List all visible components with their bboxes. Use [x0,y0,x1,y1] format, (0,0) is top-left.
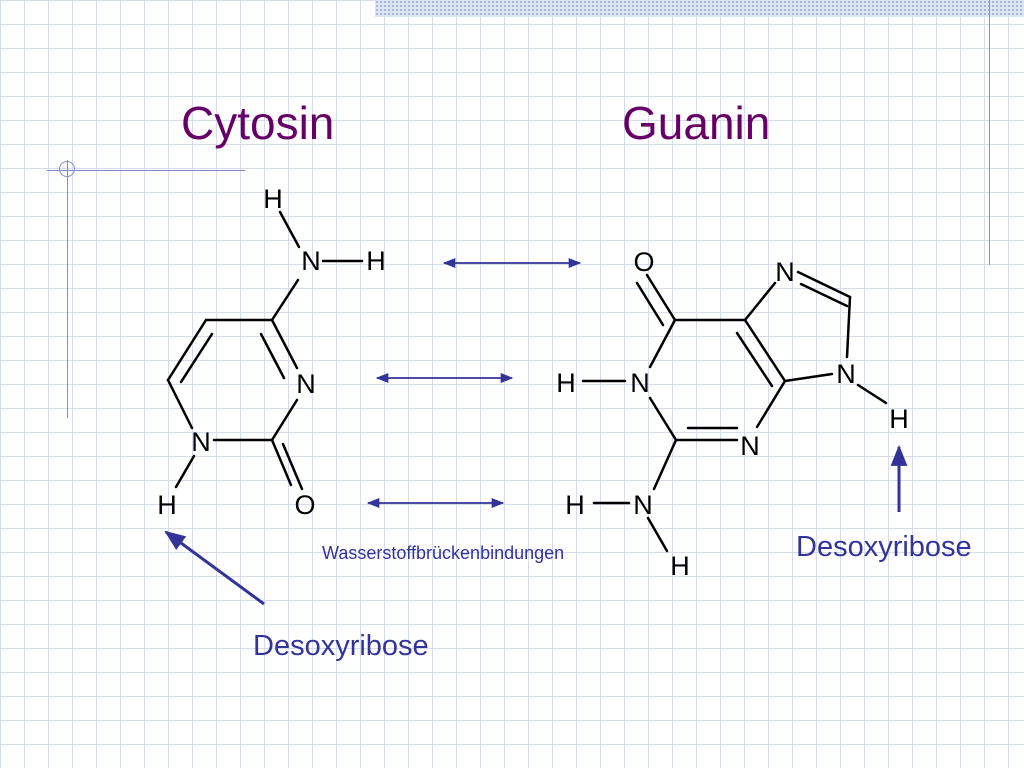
title-guanin: Guanin [622,97,771,149]
guanin-atom-h: H [565,490,585,520]
guanin-atom-n: N [740,431,760,461]
decorative-line-horizontal [47,170,245,171]
guanin-atom-n: N [633,490,653,520]
guanin-atom-o: O [633,247,654,277]
cytosin-atom-h: H [366,246,386,276]
cytosin-atom-n: N [191,427,211,457]
desoxyribose-label-right: Desoxyribose [796,531,972,563]
cytosin-atom-h: H [157,490,177,520]
desoxyribose-pointers [164,444,908,606]
decorative-top-bar [375,0,1024,17]
hydrogen-bonds-label: Wasserstoffbrückenbindungen [322,543,565,563]
cytosin-atom-n: N [301,246,321,276]
cytosin-atom-h: H [263,184,283,214]
desoxyribose-label-left: Desoxyribose [253,630,429,662]
guanin-bonds [581,270,888,553]
cytosin-atom-n: N [296,369,316,399]
cytosin-bonds [166,210,364,491]
guanin-atom-h: H [670,551,690,581]
hydrogen-bond-arrows [366,257,582,509]
guanin-atom-n: N [775,257,795,287]
title-cytosin: Cytosin [181,97,335,149]
decorative-line-left [67,160,68,418]
guanin-atom-n: N [630,368,650,398]
guanin-atom-h: H [889,404,909,434]
decorative-line-right [989,0,990,265]
decorative-circle [59,161,75,177]
desoxyribose-arrow-left [164,530,265,606]
cytosin-atom-o: O [294,490,315,520]
guanin-atom-h: H [556,368,576,398]
guanin-atom-n: N [836,359,856,389]
